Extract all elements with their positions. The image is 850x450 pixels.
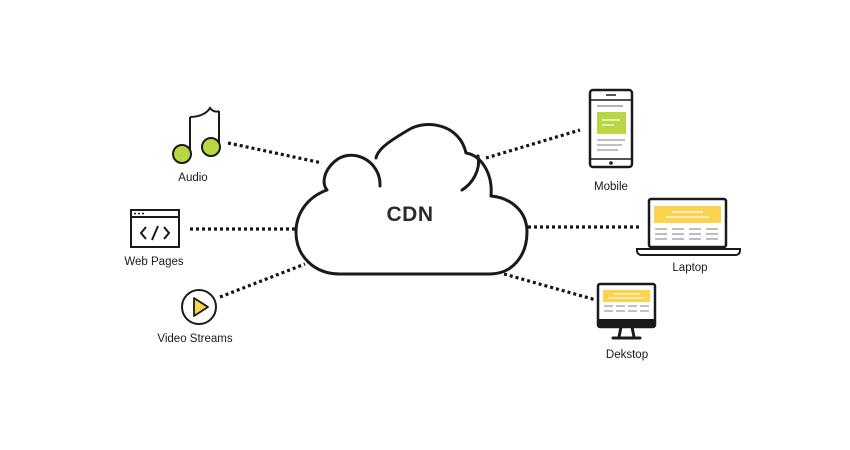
mobile-node: Mobile [588,88,634,193]
desktop-node: Dekstop [596,282,657,361]
play-circle-icon [181,289,217,325]
cdn-label: CDN [387,203,434,226]
connectors [190,128,640,302]
connector-desktop [503,272,597,302]
music-note-icon [172,106,221,164]
audio-node: Audio [172,106,221,184]
desktop-label: Dekstop [606,349,648,361]
video-streams-node: Video Streams [157,289,233,345]
laptop-icon [636,197,741,256]
web-pages-label: Web Pages [124,256,183,268]
code-window-icon [130,209,180,248]
cloud-inner-curve [460,154,481,192]
mobile-phone-icon [588,88,634,169]
web-pages-node: Web Pages [124,209,184,268]
laptop-node: Laptop [636,197,741,274]
connector-mobile [485,128,581,160]
video-streams-label: Video Streams [157,333,232,345]
laptop-label: Laptop [672,262,707,274]
cloud-icon [294,122,529,276]
cdn-cloud: CDN [294,122,529,276]
audio-label: Audio [178,172,207,184]
connector-audio [227,141,323,165]
connector-video-streams [219,262,306,299]
desktop-monitor-icon [596,282,657,340]
mobile-label: Mobile [594,181,628,193]
